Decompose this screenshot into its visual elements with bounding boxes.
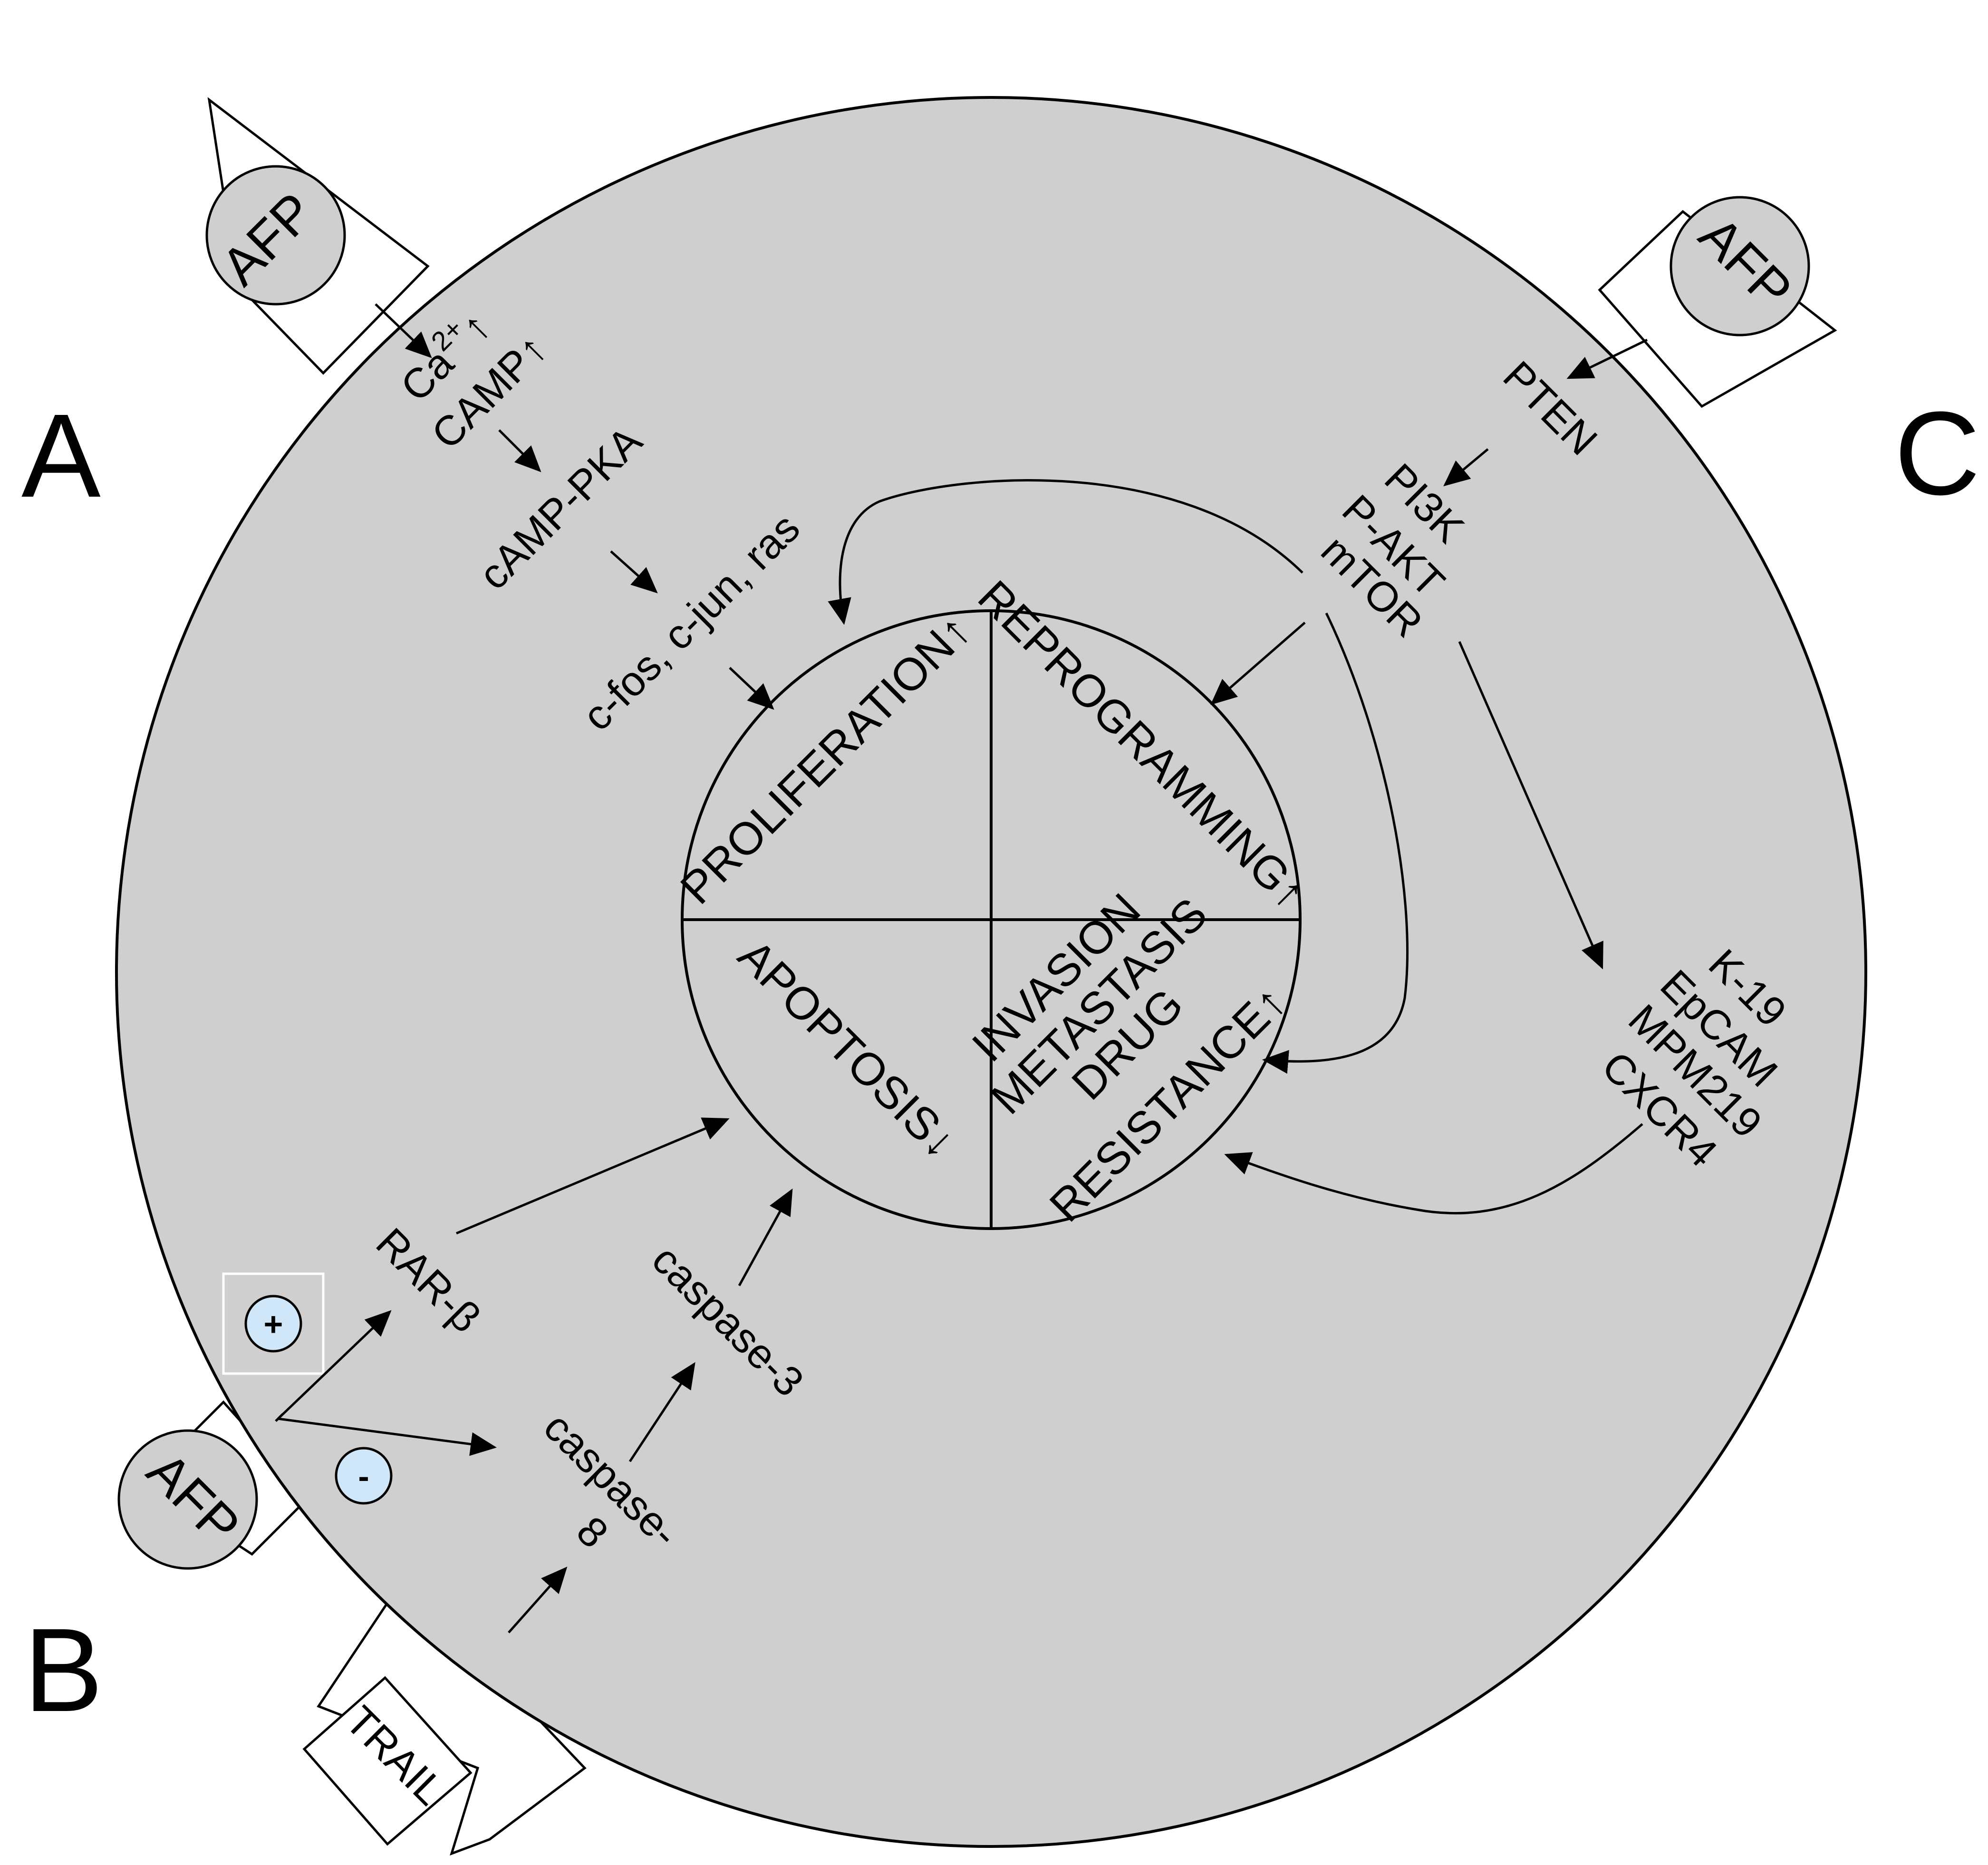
minus-badge: - [335, 1447, 393, 1505]
afp-b: AFP [117, 1429, 258, 1570]
arrow-pka-to-cfos [610, 550, 658, 594]
arrow-afp-to-pten [1566, 338, 1648, 379]
label-a: A [21, 389, 101, 522]
arrow-rar-to-apoptosis [456, 1117, 730, 1235]
arrow-cfos-to-proliferation [729, 667, 774, 710]
plus-badge: + [222, 1272, 325, 1375]
plus-sign: + [264, 1306, 283, 1343]
arrow-afp-to-caspase8 [278, 1417, 497, 1456]
arrow-caspase8-to-caspase3 [628, 1362, 695, 1462]
minus-sign: - [358, 1458, 369, 1495]
arrow-mtor-to-resistance [1262, 612, 1409, 1074]
label-c: C [1894, 387, 1980, 519]
arrow-trail-to-caspase8 [508, 1567, 568, 1634]
label-b: B [24, 1604, 103, 1736]
afp-a: AFP [205, 165, 346, 306]
arrow-afp-to-rar [277, 1310, 392, 1420]
arrow-mtor-to-reprogramming [1210, 622, 1306, 705]
afp-c: AFP [1670, 196, 1810, 336]
arrow-pi3k-to-markers [1458, 641, 1603, 970]
arrow-caspase3-to-apoptosis [738, 1188, 793, 1287]
arrow-afp-to-ca [375, 303, 432, 358]
arrow-camp-to-pka [498, 429, 541, 472]
arrow-pi3k-to-proliferation [828, 479, 1303, 625]
arrow-pten-to-pi3k [1443, 448, 1489, 487]
arrow-markers-to-resistance [1224, 1123, 1643, 1214]
